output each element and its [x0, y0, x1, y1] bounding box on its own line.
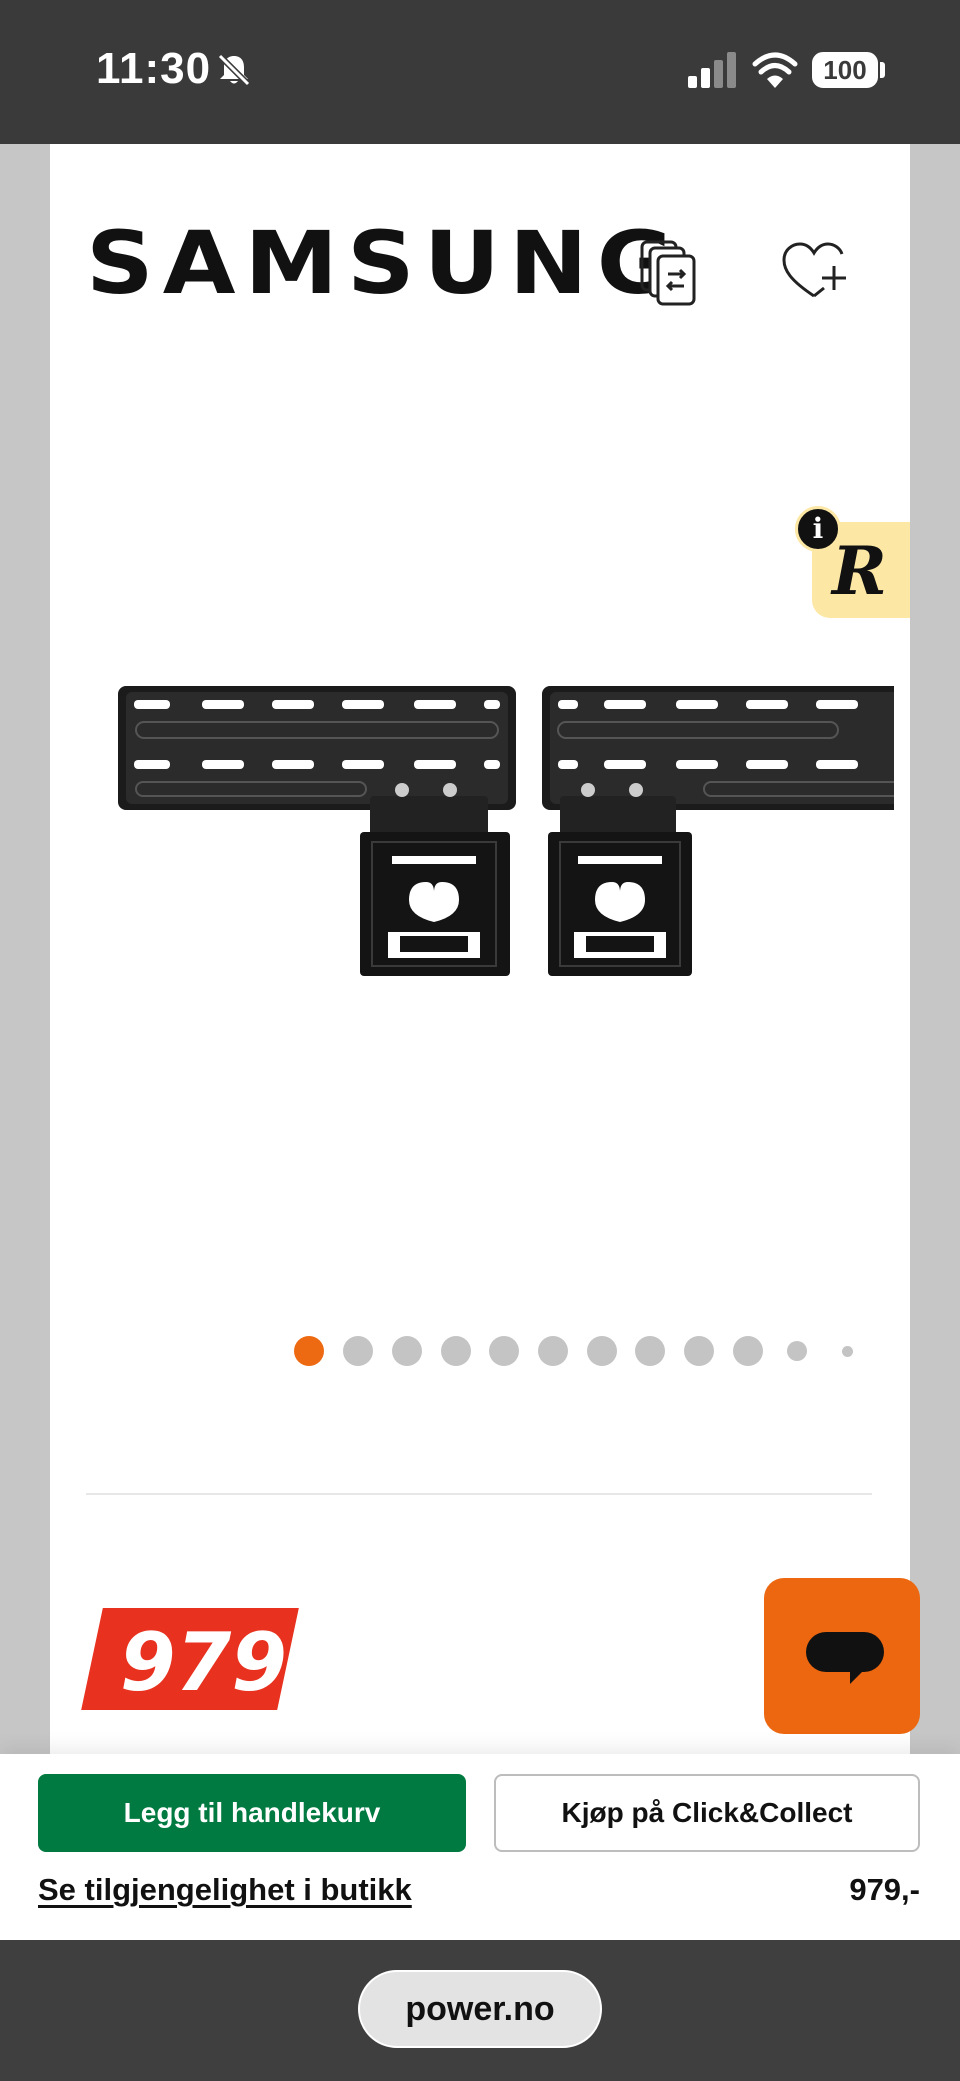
compare-icon[interactable]: [638, 240, 702, 308]
review-widget-logo-icon: R: [832, 532, 887, 610]
section-divider: [86, 1493, 872, 1495]
chat-bubble-icon: [806, 1632, 884, 1672]
heart-plus-icon[interactable]: [780, 240, 848, 302]
price-badge-value: 979: [120, 1616, 287, 1709]
carousel-dot-active[interactable]: [294, 1336, 324, 1366]
carousel-dot[interactable]: [733, 1336, 763, 1366]
purchase-action-bar: Legg til handlekurv Kjøp på Click&Collec…: [0, 1754, 960, 1940]
carousel-dot[interactable]: [343, 1336, 373, 1366]
bell-muted-icon: [217, 53, 251, 87]
carousel-dot[interactable]: [538, 1336, 568, 1366]
carousel-dot[interactable]: [787, 1341, 807, 1361]
status-bar: 11:30 100: [0, 0, 960, 144]
wifi-icon: [752, 52, 798, 88]
info-icon[interactable]: i: [795, 506, 841, 552]
chat-bubble-tail: [850, 1670, 864, 1684]
carousel-dot[interactable]: [441, 1336, 471, 1366]
image-carousel-pagination: [294, 1336, 914, 1376]
battery-indicator: 100: [812, 52, 878, 88]
page-gutter-left: [0, 144, 50, 1754]
cellular-signal-icon: [688, 52, 736, 88]
carousel-dot[interactable]: [842, 1346, 853, 1357]
add-to-cart-button[interactable]: Legg til handlekurv: [38, 1774, 466, 1852]
click-and-collect-button[interactable]: Kjøp på Click&Collect: [494, 1774, 920, 1852]
price-label: 979,-: [849, 1872, 920, 1907]
battery-tip: [880, 62, 885, 78]
carousel-dot[interactable]: [489, 1336, 519, 1366]
carousel-dot[interactable]: [635, 1336, 665, 1366]
store-availability-link[interactable]: Se tilgjengelighet i butikk: [38, 1872, 412, 1907]
brand-logo: SAMSUNG: [86, 214, 683, 315]
carousel-dot[interactable]: [587, 1336, 617, 1366]
status-time: 11:30: [96, 44, 212, 93]
page-gutter-right: [910, 144, 960, 1754]
left-mount-bracket: [118, 686, 516, 976]
carousel-dot[interactable]: [392, 1336, 422, 1366]
right-mount-bracket: [542, 686, 894, 976]
chat-button[interactable]: [764, 1578, 920, 1734]
browser-toolbar: power.no: [0, 1940, 960, 2081]
address-bar[interactable]: power.no: [358, 1970, 602, 2048]
product-image-wall-mount[interactable]: [64, 520, 894, 980]
carousel-dot[interactable]: [684, 1336, 714, 1366]
